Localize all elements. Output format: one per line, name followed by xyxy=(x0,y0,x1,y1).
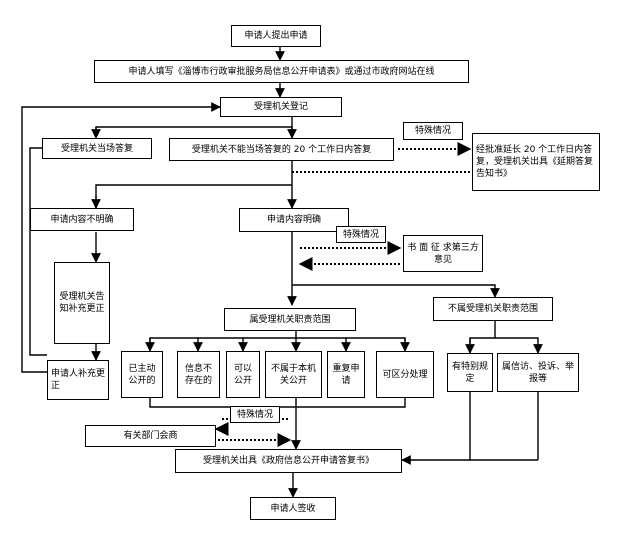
branch-unclear xyxy=(95,184,292,208)
line-to-complaint xyxy=(495,337,543,354)
issue-node: 受理机关出具《政府信息公开申请答复书》 xyxy=(175,449,402,473)
branch-outscope xyxy=(469,321,496,352)
extend-node: 经批准延长 20 个工作日内答复，受理机关出具《延期答复告知书》 xyxy=(472,133,600,191)
third-party-node: 书 面 征 求第三方意见 xyxy=(403,235,483,272)
in-scope-node: 属受理机关职责范围 xyxy=(224,308,356,331)
special-case-label-1: 特殊情况 xyxy=(403,122,463,140)
fill-form-node: 申请人填写《淄博市行政审批服务局信息公开申请表》或通过市政府网站在线 xyxy=(94,60,469,83)
special-case-label-2: 特殊情况 xyxy=(336,226,386,243)
receive-node: 申请人签收 xyxy=(250,497,336,520)
apply-node: 申请人提出申请 xyxy=(231,25,321,47)
consult-node: 有关部门会商 xyxy=(85,425,216,447)
out-scope-node: 不属受理机关职责范围 xyxy=(433,297,553,321)
branch-inscope xyxy=(149,337,406,350)
branch-register xyxy=(95,126,293,136)
clear-node: 申请内容明确 xyxy=(239,208,349,232)
complaint-node: 属信访、投诉、举报等 xyxy=(497,353,579,392)
register-node: 受理机关登记 xyxy=(220,97,342,117)
line-to-outscope xyxy=(292,284,500,298)
line-supplement-back xyxy=(21,102,221,373)
special-rule-node: 有特别规定 xyxy=(447,353,493,392)
notify-supplement-node: 受理机关告知补充更正 xyxy=(54,262,110,344)
can-public-node: 可以公开 xyxy=(226,351,260,398)
already-public-node: 已主动公开的 xyxy=(121,351,163,398)
line-reply-now-down xyxy=(29,147,47,356)
special-case-label-3: 特殊情况 xyxy=(230,406,280,423)
unclear-node: 申请内容不明确 xyxy=(30,208,134,231)
reply-20-node: 受理机关不能当场答复的 20 个工作日内答复 xyxy=(169,138,394,161)
supplement-node: 申请人补充更正 xyxy=(47,360,109,400)
partial-node: 可区分处理 xyxy=(376,351,434,398)
reply-now-node: 受理机关当场答复 xyxy=(42,138,152,159)
not-public-node: 不属于本机关公开 xyxy=(265,351,322,398)
duplicate-node: 重复申请 xyxy=(327,351,365,398)
line-special-rule-to-issue xyxy=(401,392,471,465)
not-exist-node: 信息不存在的 xyxy=(177,351,220,398)
